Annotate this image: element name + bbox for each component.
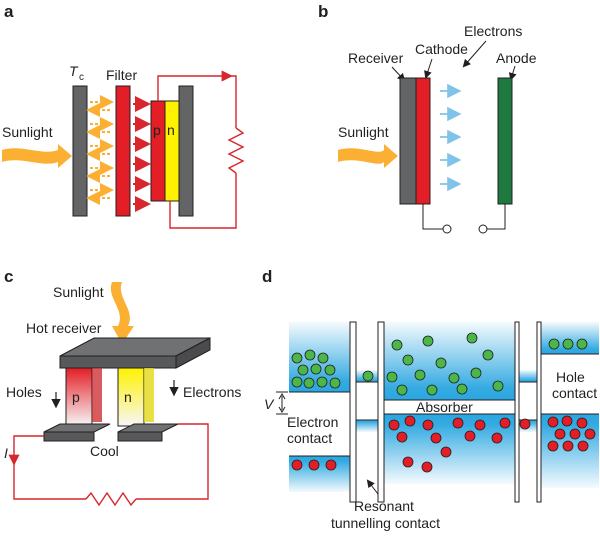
panel-a-filter-label: Filter	[106, 67, 137, 83]
panel-a-sunlight-arrow	[2, 144, 72, 168]
panel-b-terminal-wires	[422, 204, 506, 234]
panel-a-tc-subscript: c	[79, 72, 84, 83]
panel-d-band-edges	[289, 353, 599, 457]
panel-c-n-leg-side	[144, 368, 154, 422]
panel-a-filtered-arrows	[133, 96, 151, 212]
panel-c-current-label: I	[4, 445, 8, 461]
panel-b-anode-label: Anode	[496, 50, 537, 66]
panel-d-electron-contact-line2: contact	[287, 430, 332, 446]
panel-b-letter: b	[318, 2, 328, 21]
panel-b-electrons-label: Electrons	[464, 23, 522, 39]
panel-a: a Sunlight T c Filter	[2, 2, 245, 229]
panel-a-absorber-plate	[72, 85, 88, 217]
panel-c-n-label: n	[124, 389, 132, 405]
panel-c-hot-receiver-side	[175, 337, 211, 369]
panel-a-sunlight-label: Sunlight	[2, 124, 53, 140]
panel-c-circuit-wire	[8, 423, 209, 507]
panel-d-hole-contact-line1: Hole	[556, 369, 585, 385]
panel-c-hot-receiver-label: Hot receiver	[26, 320, 102, 336]
panel-a-tc-label: T	[69, 63, 79, 79]
panel-d-hole-contact-upper-band	[541, 322, 599, 354]
panel-d-resonant-line1: Resonant	[354, 498, 414, 514]
panel-a-photon-arrows	[86, 95, 114, 205]
panel-c-cold-pad-left-top	[43, 423, 111, 433]
panel-d: d	[262, 267, 599, 531]
panel-c-cold-pad-right	[117, 431, 163, 442]
panel-a-p-layer	[150, 100, 166, 202]
panel-a-circuit-wire	[157, 70, 245, 229]
panel-d-tunnel-barriers	[349, 321, 542, 503]
panel-b-receiver-label: Receiver	[348, 50, 404, 66]
panel-c-p-label: p	[72, 389, 80, 405]
panel-c-sunlight-arrow	[110, 282, 134, 344]
panel-d-resonant-pointer	[366, 479, 379, 495]
panel-c-cool-label: Cool	[90, 443, 119, 459]
panel-a-n-label: n	[167, 122, 175, 138]
panel-a-n-layer	[164, 100, 180, 202]
panel-c-hot-receiver-front	[59, 355, 177, 369]
panel-b-anode-plate	[497, 77, 513, 205]
panel-d-right-tunnel-upper-level	[515, 370, 541, 382]
panel-d-resonant-line2: tunnelling contact	[331, 515, 440, 531]
panel-c: c Sunlight Hot receiver p n Holes Electr…	[4, 267, 241, 507]
panel-b-cathode-label: Cathode	[415, 41, 468, 57]
panel-a-filter-plate	[115, 85, 131, 217]
panel-c-letter: c	[4, 267, 13, 286]
panel-d-absorber-label: Absorber	[416, 399, 473, 415]
panel-b-receiver-plate	[399, 77, 417, 205]
panel-c-sunlight-label: Sunlight	[53, 284, 104, 300]
panel-d-electron-contact-line1: Electron	[287, 414, 338, 430]
panel-d-holes	[291, 415, 596, 473]
panel-d-hole-contact-line2: contact	[552, 385, 597, 401]
panel-b-electron-arrows	[440, 83, 462, 192]
panel-d-left-tunnel-lower-level	[350, 420, 384, 432]
panel-d-voltage-indicator	[276, 391, 288, 415]
panel-b: b Electrons Receiver Cathode Anode Sunli…	[318, 2, 537, 234]
panel-d-letter: d	[262, 267, 272, 286]
panel-b-sunlight-arrow	[338, 144, 398, 168]
panel-a-p-label: p	[153, 122, 161, 138]
panel-a-cold-plate	[178, 85, 194, 217]
panel-c-cold-pad-left	[43, 431, 95, 442]
panel-a-letter: a	[4, 2, 14, 21]
panel-b-sunlight-label: Sunlight	[338, 124, 389, 140]
panel-c-p-leg	[65, 367, 93, 427]
panel-c-n-leg	[117, 367, 145, 427]
panel-b-cathode-plate	[415, 77, 431, 205]
panel-c-electrons-label: Electrons	[183, 384, 241, 400]
panel-c-holes-label: Holes	[6, 384, 42, 400]
panel-d-v-label: V	[264, 396, 275, 412]
panel-d-electrons	[291, 332, 588, 396]
panel-c-p-leg-side	[92, 368, 102, 422]
